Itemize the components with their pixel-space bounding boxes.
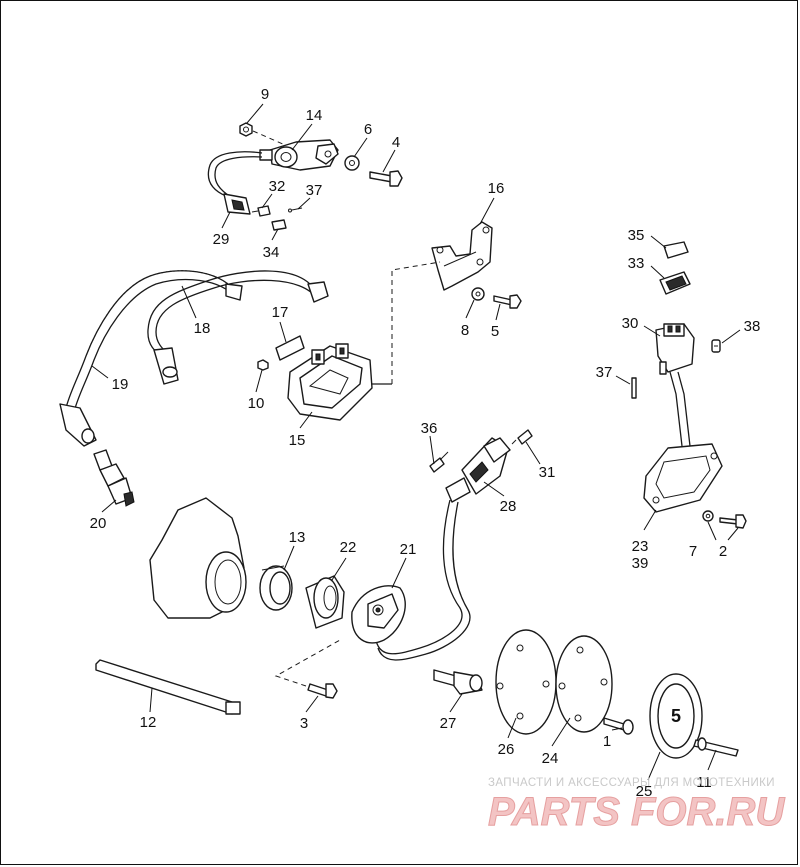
part-34-seal: [271, 219, 287, 231]
part-37-pin-top: [288, 207, 303, 213]
callout-18: 18: [194, 320, 211, 337]
callout-16: 16: [488, 180, 505, 197]
callout-7: 7: [689, 543, 697, 560]
part-16-bracket: [431, 221, 493, 291]
callout-6: 6: [364, 121, 372, 138]
callout-11: 11: [696, 774, 712, 791]
part-3-screw: [307, 683, 338, 699]
callout-23: 23: [632, 538, 649, 555]
callout-26: 26: [498, 741, 515, 758]
callout-9: 9: [261, 86, 269, 103]
part-18-plug-wire: [147, 270, 329, 385]
callout-35: 35: [628, 227, 645, 244]
part-7-washer: [702, 510, 714, 522]
part-24-plate: [555, 635, 613, 733]
callout-29: 29: [213, 231, 230, 248]
part-12-cable-tie: [95, 659, 241, 715]
watermark-tagline: ЗАПЧАСТИ И АКСЕССУАРЫ ДЛЯ МОТОТЕХНИКИ: [488, 777, 775, 789]
part-4-bolt: [369, 170, 403, 187]
callout-17: 17: [272, 304, 289, 321]
callout-34: 34: [263, 244, 280, 261]
watermark-logo: PARTS FOR.RU: [488, 790, 785, 834]
part-5-bolt: [493, 294, 522, 309]
callout-30: 30: [622, 315, 639, 332]
part-35-cover: [663, 241, 689, 259]
callout-22: 22: [340, 539, 357, 556]
callout-27: 27: [440, 715, 457, 732]
part-10-nut: [257, 359, 269, 371]
part-13-seal: [259, 565, 293, 611]
callout-19: 19: [112, 376, 129, 393]
part-25-cover: 5: [649, 673, 703, 759]
part-38-screw: [711, 339, 721, 353]
callout-1: 1: [603, 733, 611, 750]
callout-21: 21: [400, 541, 417, 558]
part-33-housing: [659, 271, 691, 295]
callout-2: 2: [719, 543, 727, 560]
callout-13: 13: [289, 529, 306, 546]
callout-4: 4: [392, 134, 400, 151]
leader-lines: [91, 103, 741, 781]
callout-15: 15: [289, 432, 306, 449]
part-2-screw: [719, 514, 747, 529]
part-22-rotor: [305, 575, 345, 629]
callout-39: 39: [632, 555, 649, 572]
part-6-washer: [344, 155, 360, 171]
part-29-connector: [223, 193, 251, 215]
svg-text:5: 5: [671, 706, 681, 726]
part-9-nut: [239, 122, 253, 137]
part-1-screw: [603, 717, 634, 735]
part-14-sensor: [207, 139, 339, 199]
part-21-stator: [351, 499, 471, 661]
engine-case: [149, 497, 247, 619]
callout-5: 5: [491, 323, 499, 340]
callout-38: 38: [744, 318, 761, 335]
part-36-terminal: [429, 451, 449, 473]
watermark: ЗАПЧАСТИ И АКСЕССУАРЫ ДЛЯ МОТОТЕХНИКИ PA…: [488, 777, 786, 835]
callout-3: 3: [300, 715, 308, 732]
part-30-connector: [655, 323, 695, 375]
part-23-ignition-module: [643, 443, 723, 513]
callout-8: 8: [461, 322, 469, 339]
part-27-shaft: [433, 669, 483, 695]
part-28-connector: [445, 437, 511, 503]
part-32-terminal: [251, 205, 271, 217]
callout-14: 14: [306, 107, 323, 124]
callout-10: 10: [248, 395, 265, 412]
callout-20: 20: [90, 515, 107, 532]
callout-12: 12: [140, 714, 157, 731]
callout-24: 24: [542, 750, 559, 767]
part-26-plate: [495, 629, 557, 735]
callout-31: 31: [539, 464, 556, 481]
callout-32: 32: [269, 178, 286, 195]
part-31-terminal: [511, 429, 533, 445]
callout-33: 33: [628, 255, 645, 272]
part-37-pin-bottom: [631, 377, 637, 399]
callout-37: 37: [306, 182, 323, 199]
part-11-pin: [693, 737, 739, 757]
callout-25: 25: [636, 783, 653, 800]
callout-labels: 9 14 6 4 32 37 29 34 16 35 33 18 17 8 5 …: [90, 86, 761, 800]
part-15-ignition-coil: [287, 343, 392, 421]
part-19-plug-wire: [59, 270, 243, 447]
callout-28: 28: [500, 498, 517, 515]
part-17-gasket: [275, 335, 305, 361]
part-20-spark-plug: [93, 449, 135, 507]
callout-37b: 37: [596, 364, 613, 381]
part-8-washer: [471, 287, 485, 301]
callout-36: 36: [421, 420, 438, 437]
